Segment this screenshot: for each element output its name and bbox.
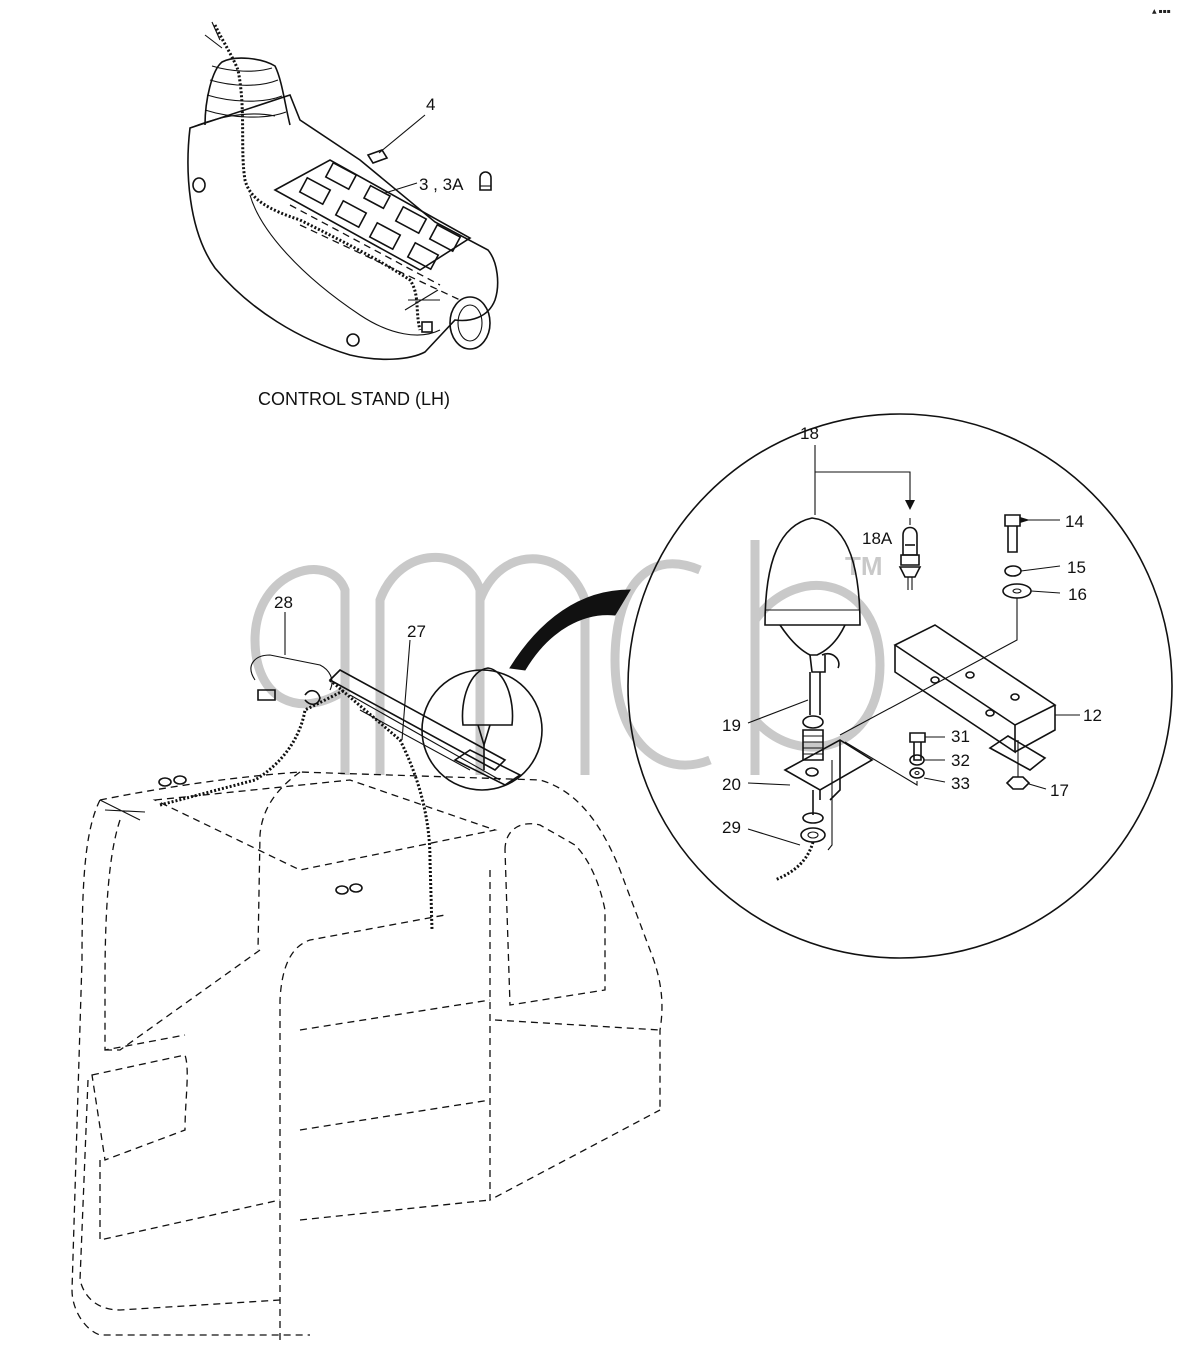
callout-18a: 18A [862, 529, 893, 548]
callout-33: 33 [951, 774, 970, 793]
callout-20: 20 [722, 775, 741, 794]
callout-31: 31 [951, 727, 970, 746]
callout-15: 15 [1067, 558, 1086, 577]
watermark-logo: TM [250, 540, 885, 775]
callout-3-3a: 3 , 3A [419, 175, 464, 194]
callout-4: 4 [426, 95, 435, 114]
callout-12: 12 [1083, 706, 1102, 725]
callout-27: 27 [407, 622, 426, 641]
callout-18: 18 [800, 424, 819, 443]
control-stand-caption: CONTROL STAND (LH) [258, 389, 450, 409]
callout-19: 19 [722, 716, 741, 735]
callout-32: 32 [951, 751, 970, 770]
callout-14: 14 [1065, 512, 1084, 531]
callout-16: 16 [1068, 585, 1087, 604]
callout-17: 17 [1050, 781, 1069, 800]
control-stand-drawing [187, 21, 499, 361]
callout-28: 28 [274, 593, 293, 612]
callout-29: 29 [722, 818, 741, 837]
cab-drawing [71, 589, 663, 1340]
corner-mark: ▲ ▪▪▪ [1152, 8, 1171, 15]
beacon-detail-circle [627, 413, 1173, 959]
